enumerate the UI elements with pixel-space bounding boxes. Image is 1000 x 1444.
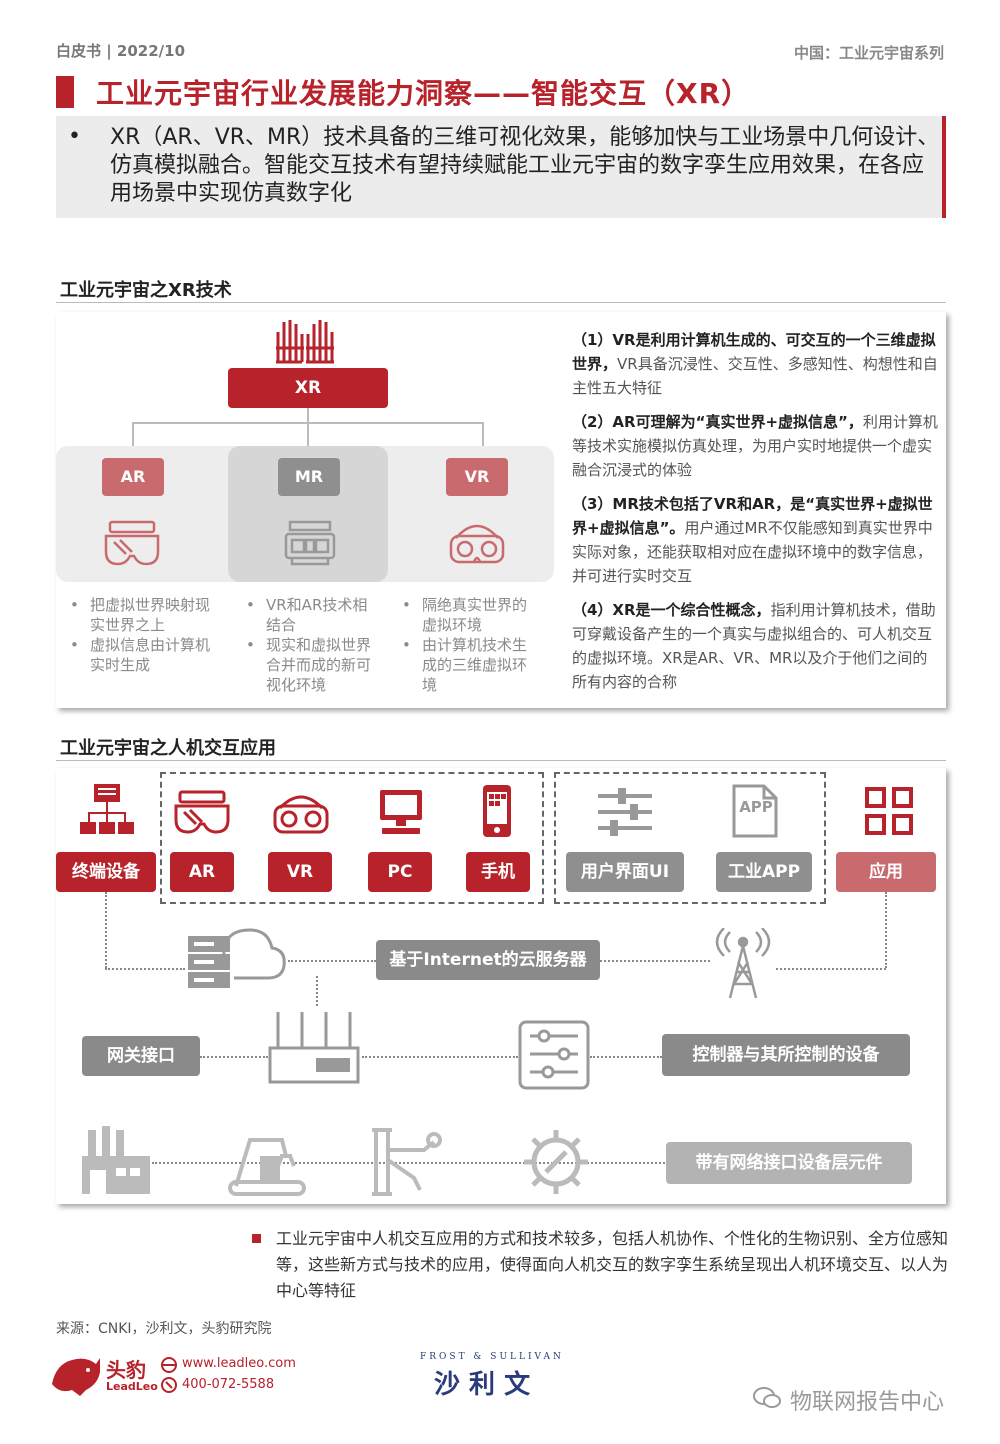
device-group [160,772,544,904]
gateway-box: 网关接口 [82,1036,200,1076]
vr-box: VR [446,458,508,496]
vr-headset-icon [449,524,505,564]
cloud-server-box: 基于Internet的云服务器 [376,940,600,980]
ui-box: 用户界面UI [566,852,684,892]
summary-bullet: • [68,124,81,149]
page-title: 工业元宇宙行业发展能力洞察——智能交互（XR） [96,77,751,110]
list-item: 虚拟信息由计算机实时生成 [66,635,216,675]
summary-box: • XR（AR、VR、MR）技术具备的三维可视化效果，能够加快与工业场景中几何设… [56,116,946,218]
app-icon [732,784,778,838]
ar-device-icon [174,790,230,834]
connector [316,976,318,1006]
list-item: 由计算机技术生成的三维虚拟环境 [398,635,530,695]
connector [362,1056,518,1058]
list-item: 现实和虚拟世界合并而成的新可视化环境 [242,635,382,695]
phone-call-icon [161,1377,177,1393]
device-pc: PC [368,852,432,892]
controller-icon [518,1020,590,1090]
terminal-box: 终端设备 [56,852,156,892]
controller-box: 控制器与其所控制的设备 [662,1034,910,1076]
description-4: （4）XR是一个综合性概念，指利用计算机技术，借助可穿戴设备产生的一个真实与虚拟… [572,601,936,691]
brand-name-en: LeadLeo [106,1380,158,1393]
connector [600,960,710,962]
partner-name-en: FROST & SULLIVAN [420,1352,564,1362]
list-item: VR和AR技术相结合 [242,595,382,635]
robot-arm-icon [228,1138,306,1196]
phone-number: 400-072-5588 [182,1377,275,1392]
ar-bullets: 把虚拟世界映射现实世界之上 虚拟信息由计算机实时生成 [66,595,216,675]
conclusion-note: 工业元宇宙中人机交互应用的方式和技术较多，包括人机协作、个性化的生物识别、全方位… [250,1226,950,1304]
note-bullet-square [252,1234,261,1243]
application-box: 应用 [836,852,936,892]
connector [288,960,376,962]
hands-icon [276,320,334,364]
description-1: （1）VR是利用计算机生成的、可交互的一个三维虚拟世界，VR具备沉浸性、交互性、… [572,331,938,397]
gear-wrench-icon [524,1130,588,1194]
description-2: （2）AR可理解为“真实世界+虚拟信息”，利用计算机等技术实施模拟仿真处理，为用… [572,413,938,479]
device-phone: 手机 [466,852,530,892]
router-icon [268,1012,360,1084]
connector [200,1056,268,1058]
connector [132,422,134,450]
xr-root-box: XR [228,368,388,408]
xr-section-title: 工业元宇宙之XR技术 [60,280,232,301]
series-name: 中国：工业元宇宙系列 [793,44,944,62]
connector [307,422,309,450]
grid-icon [865,787,913,835]
title-accent-bar [56,76,74,108]
connector [307,408,309,422]
mr-bullets: VR和AR技术相结合 现实和虚拟世界合并而成的新可视化环境 [242,595,382,695]
pc-icon [380,790,422,834]
website-link[interactable]: www.leadleo.com [182,1356,296,1371]
xr-panel: XR AR MR VR [56,312,946,708]
brand-name: 头豹 [106,1358,146,1382]
cloud-server-icon [188,928,286,988]
watermark-text: 物联网报告中心 [790,1390,945,1415]
mr-box: MR [278,458,340,496]
list-item: 隔绝真实世界的虚拟环境 [398,595,530,635]
connector [885,892,887,968]
web-icon [161,1357,177,1373]
ar-glasses-icon [104,520,160,566]
device-ar: AR [170,852,234,892]
device-vr: VR [268,852,332,892]
partner-name-cn: 沙 利 文 [434,1370,531,1400]
summary-text: XR（AR、VR、MR）技术具备的三维可视化效果，能够加快与工业场景中几何设计、… [110,125,940,206]
hci-panel: APP 终端设备 AR VR PC 手机 用户界面UI 工业APP 应用 基于I… [56,768,946,1204]
doc-type-date: 白皮书 | 2022/10 [56,42,186,60]
sliders-icon [598,788,652,836]
mr-headset-icon [284,520,336,566]
factory-icon [82,1126,150,1194]
vr-bullets: 隔绝真实世界的虚拟环境 由计算机技术生成的三维虚拟环境 [398,595,530,695]
ar-box: AR [102,458,164,496]
wechat-icon [753,1387,781,1408]
machine-icon [372,1128,442,1196]
hci-section-divider [56,760,946,761]
industrial-app-box: 工业APP [716,852,812,892]
connector [776,968,886,970]
description-3: （3）MR技术包括了VR和AR，是“真实世界+虚拟世界+虚拟信息”。用户通过MR… [572,495,933,585]
antenna-icon [715,928,771,999]
leopard-logo-icon [52,1358,100,1396]
note-text: 工业元宇宙中人机交互应用的方式和技术较多，包括人机协作、个性化的生物识别、全方位… [276,1229,949,1300]
connector [105,892,107,968]
app-icon-label: APP [739,798,773,816]
ui-group [554,772,826,904]
hci-section-title: 工业元宇宙之人机交互应用 [60,738,276,759]
xr-descriptions: （1）VR是利用计算机生成的、可交互的一个三维虚拟世界，VR具备沉浸性、交互性、… [572,328,940,704]
connector [482,422,484,450]
network-icon [80,784,134,834]
list-item: 把虚拟世界映射现实世界之上 [66,595,216,635]
vr-device-icon [273,795,329,834]
connector [590,1056,662,1058]
xr-section-divider [56,302,946,303]
connector [105,968,185,970]
phone-icon [483,785,511,837]
connector [152,1162,676,1164]
source-citation: 来源：CNKI，沙利文，头豹研究院 [56,1321,272,1337]
device-layer-box: 带有网络接口设备层元件 [666,1142,912,1184]
